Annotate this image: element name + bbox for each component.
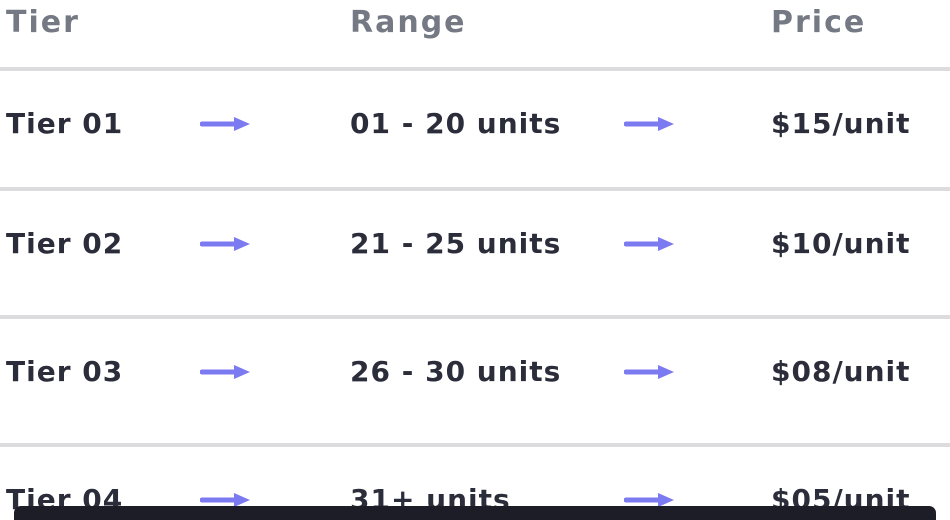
arrow-right-icon: [196, 319, 344, 443]
table-row: Tier 02 21 - 25 units $10/unit: [0, 191, 950, 319]
tier-cell: Tier 01: [6, 107, 124, 140]
range-cell: 21 - 25 units: [350, 227, 562, 260]
arrow-right-icon: [620, 447, 765, 520]
arrow-right-icon: [196, 447, 344, 520]
arrow-right-icon: [620, 191, 765, 315]
arrow-right-icon: [196, 71, 344, 187]
table-row: Tier 01 01 - 20 units $15/unit: [0, 71, 950, 191]
price-cell: $08/unit: [771, 355, 911, 388]
arrow-right-icon: [620, 71, 765, 187]
column-header-range: Range: [350, 5, 467, 40]
range-cell: 26 - 30 units: [350, 355, 562, 388]
column-header-price: Price: [771, 5, 867, 40]
table-header-row: Tier Range Price: [0, 0, 950, 71]
price-cell: $15/unit: [771, 107, 911, 140]
column-header-tier: Tier: [6, 5, 80, 40]
arrow-right-icon: [620, 319, 765, 443]
range-cell: 01 - 20 units: [350, 107, 562, 140]
header-spacer: [196, 0, 344, 67]
price-cell: $10/unit: [771, 227, 911, 260]
table-row: Tier 03 26 - 30 units $08/unit: [0, 319, 950, 447]
tier-cell: Tier 03: [6, 355, 124, 388]
arrow-right-icon: [196, 191, 344, 315]
header-spacer: [620, 0, 765, 67]
tier-cell: Tier 02: [6, 227, 124, 260]
bottom-panel-edge: [14, 506, 936, 520]
